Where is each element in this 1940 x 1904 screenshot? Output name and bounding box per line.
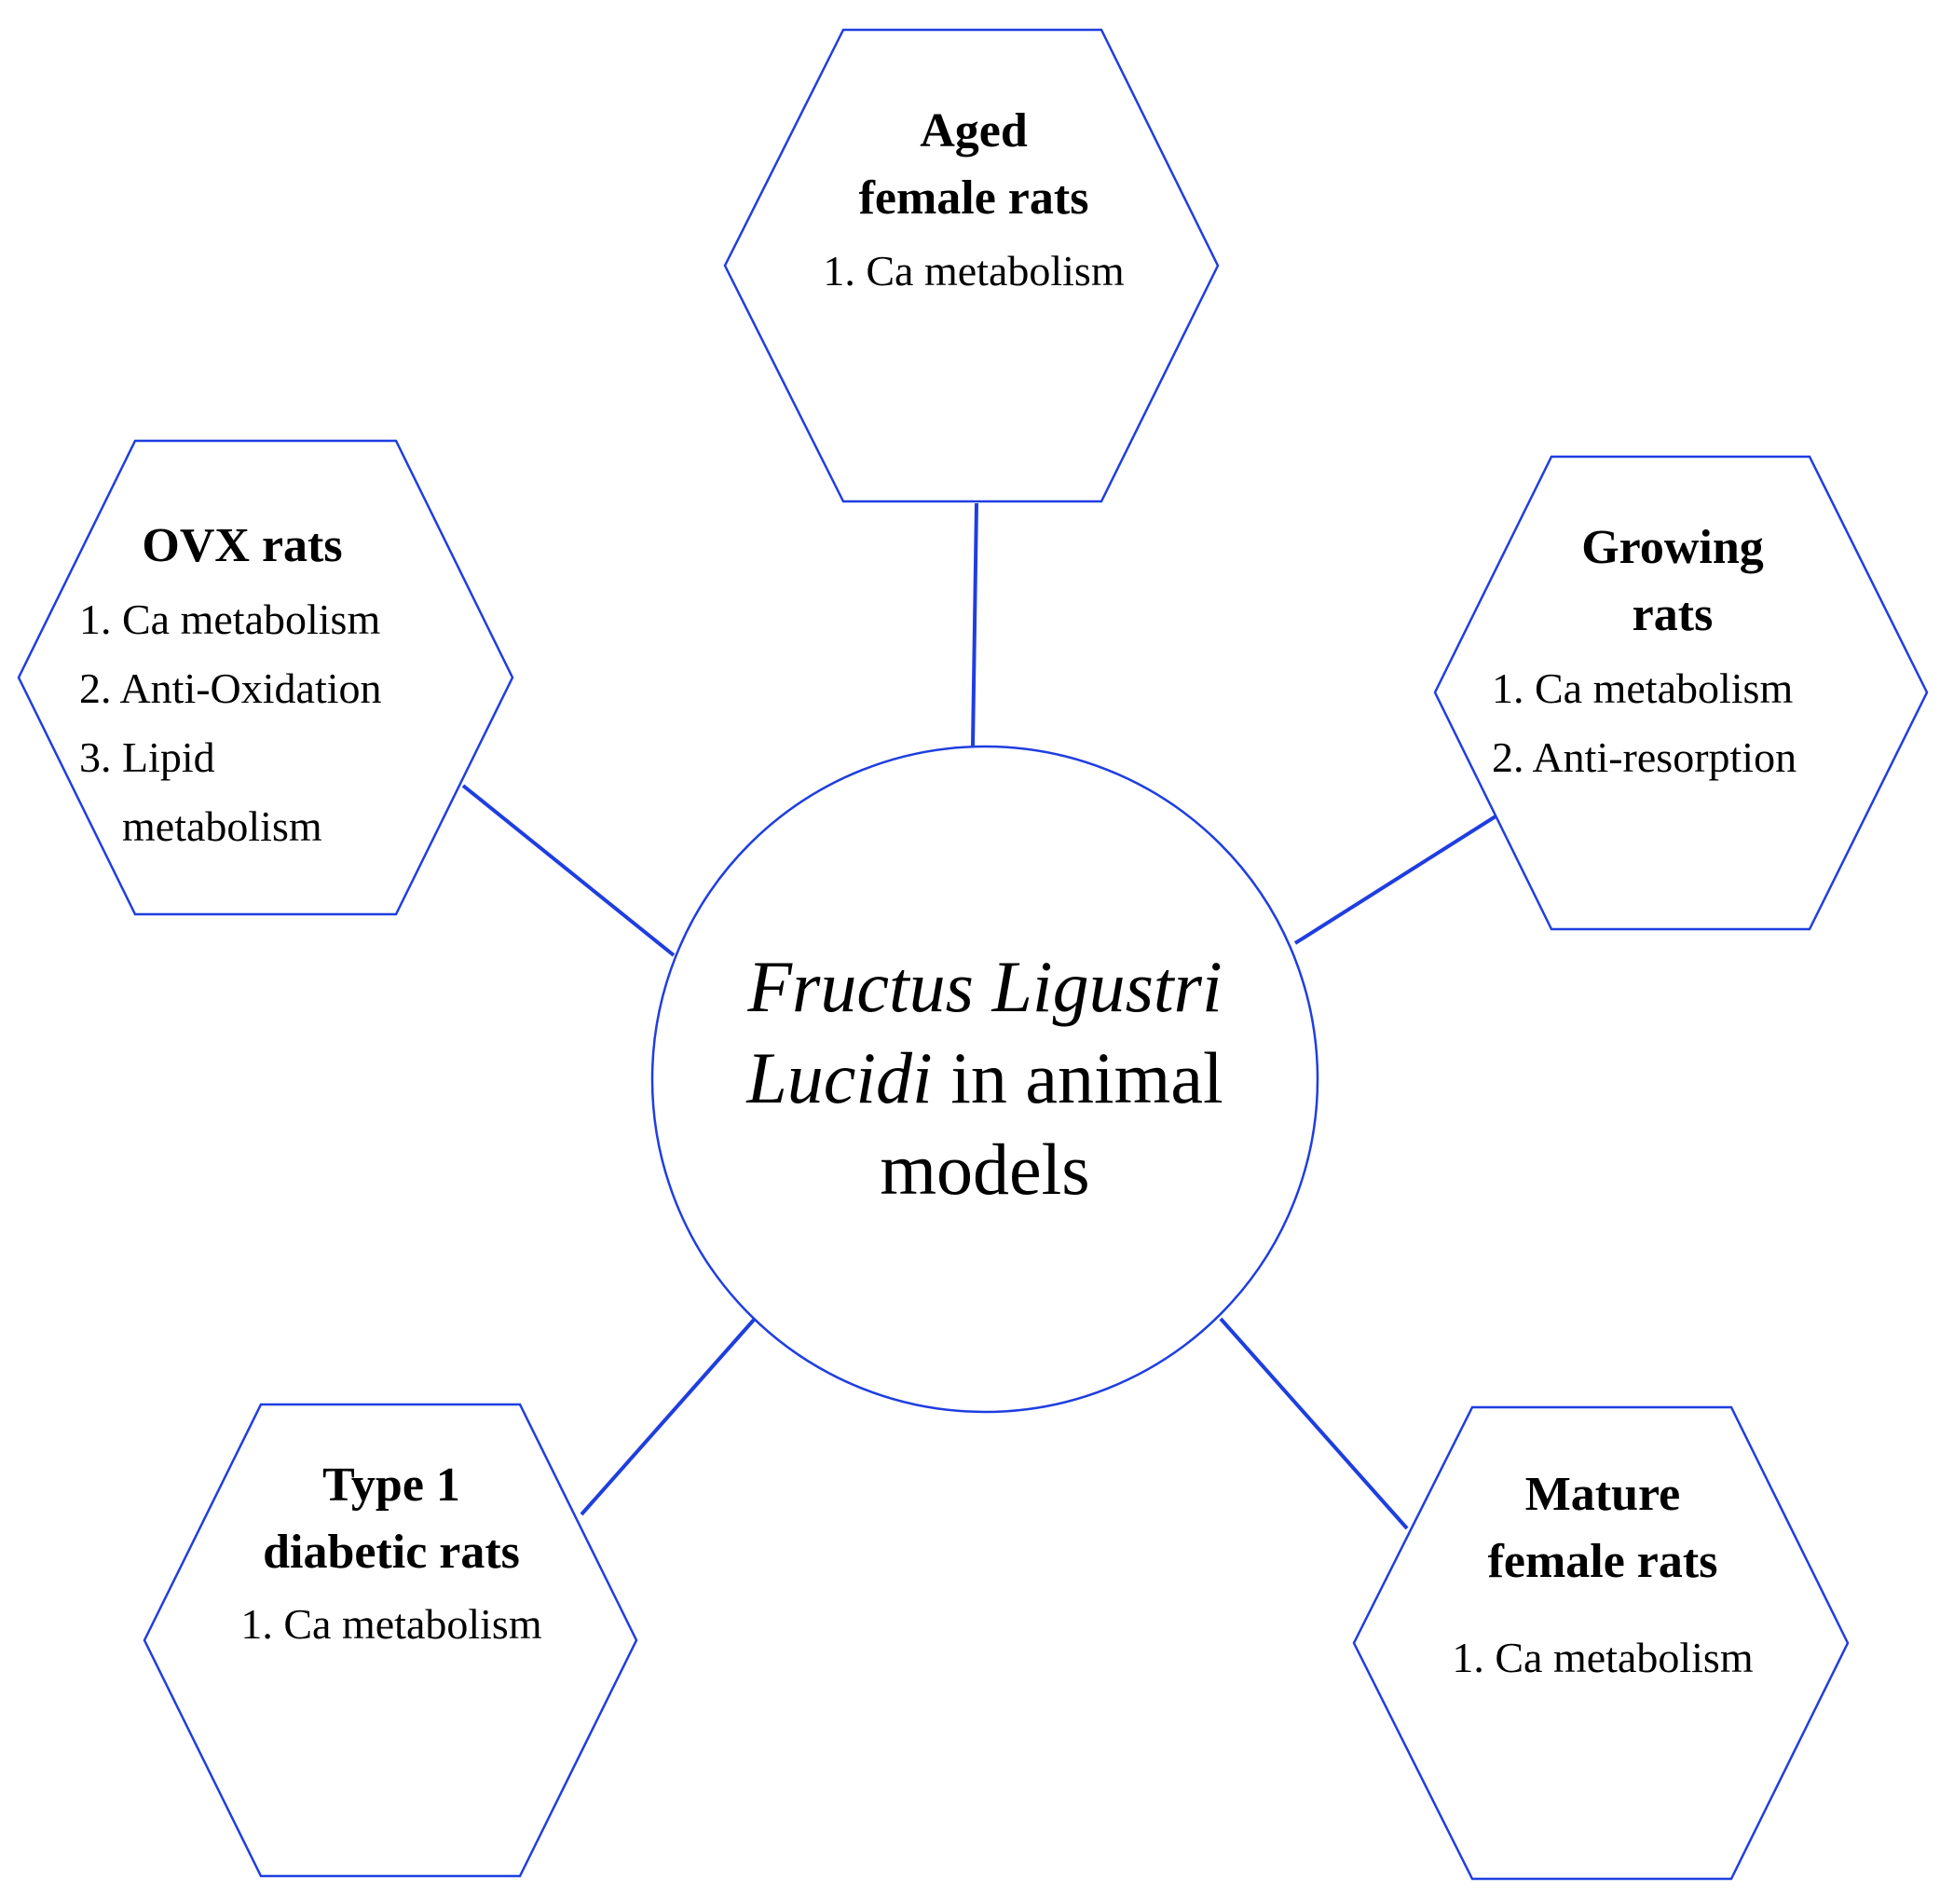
node-growing-item-1: 1. Ca metabolism — [1492, 664, 1794, 712]
node-ovx-title-1: OVX rats — [142, 519, 343, 572]
hexagon-growing — [1433, 455, 1929, 931]
node-mature-title-1: Mature — [1524, 1468, 1681, 1521]
node-mature: Mature female rats 1. Ca metabolism — [1365, 1461, 1840, 1692]
node-ovx-item-3: 3. Lipid — [79, 733, 215, 781]
node-growing: Growing rats 1. Ca metabolism 2. Anti-re… — [1449, 514, 1924, 792]
node-ovx-item-1: 1. Ca metabolism — [79, 596, 381, 643]
node-ovx: OVX rats 1. Ca metabolism 2. Anti-Oxidat… — [37, 513, 485, 861]
node-ovx-items: 1. Ca metabolism 2. Anti-Oxidation 3. Li… — [79, 585, 485, 861]
node-mature-title-2: female rats — [1487, 1535, 1718, 1588]
center-label-line-2: Lucidi in animal — [746, 1037, 1223, 1118]
hexagon-mature — [1352, 1405, 1850, 1881]
node-aged-title-2: female rats — [858, 171, 1089, 225]
connector-aged — [971, 502, 978, 747]
center-label-line-1: Fructus Ligustri — [747, 946, 1223, 1027]
node-aged-title-1: Aged — [920, 104, 1028, 158]
hexagon-aged — [723, 28, 1220, 503]
node-type1-title-1: Type 1 — [322, 1459, 460, 1512]
connector-type1 — [580, 1317, 757, 1516]
center-label: Fructus Ligustri Lucidi in animal models — [659, 941, 1311, 1215]
connector-ovx — [461, 784, 676, 957]
node-aged-item-1: 1. Ca metabolism — [823, 247, 1125, 295]
center-label-line-3: models — [880, 1129, 1090, 1210]
node-type1-title-2: diabetic rats — [263, 1526, 520, 1579]
node-ovx-item-2: 2. Anti-Oxidation — [79, 664, 382, 712]
center-circle — [650, 745, 1319, 1414]
node-type1-item-1: 1. Ca metabolism — [240, 1600, 542, 1648]
node-aged: Aged female rats 1. Ca metabolism — [736, 98, 1211, 306]
connector-growing — [1293, 815, 1497, 945]
node-growing-title-1: Growing — [1581, 521, 1764, 574]
node-growing-title-2: rats — [1632, 588, 1714, 641]
node-growing-items: 1. Ca metabolism 2. Anti-resorption — [1492, 654, 1924, 792]
hexagon-ovx — [17, 439, 514, 916]
connector-mature — [1219, 1317, 1409, 1530]
node-mature-item-1: 1. Ca metabolism — [1452, 1634, 1754, 1681]
node-growing-item-2: 2. Anti-resorption — [1492, 733, 1797, 781]
node-ovx-item-4: metabolism — [79, 802, 322, 850]
node-type1: Type 1 diabetic rats 1. Ca metabolism — [158, 1452, 624, 1659]
hexagon-type1 — [143, 1403, 638, 1878]
